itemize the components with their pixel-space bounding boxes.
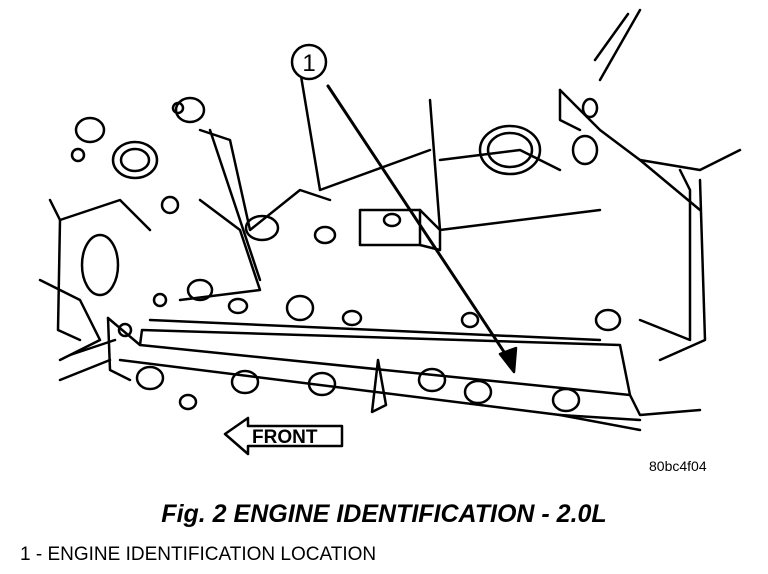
front-label: FRONT <box>252 427 318 448</box>
bolt-bosses <box>70 96 622 338</box>
lower-bosses <box>135 358 581 414</box>
front-arrow: FRONT <box>223 416 344 456</box>
figure-caption: Fig. 2 ENGINE IDENTIFICATION - 2.0L <box>161 500 607 528</box>
reference-code: 80bc4f04 <box>649 458 707 474</box>
legend-item: 1 - ENGINE IDENTIFICATION LOCATION <box>20 544 377 565</box>
block-outline <box>38 8 742 432</box>
callout-1: 1 <box>290 43 518 374</box>
callout-number: 1 <box>302 50 315 77</box>
